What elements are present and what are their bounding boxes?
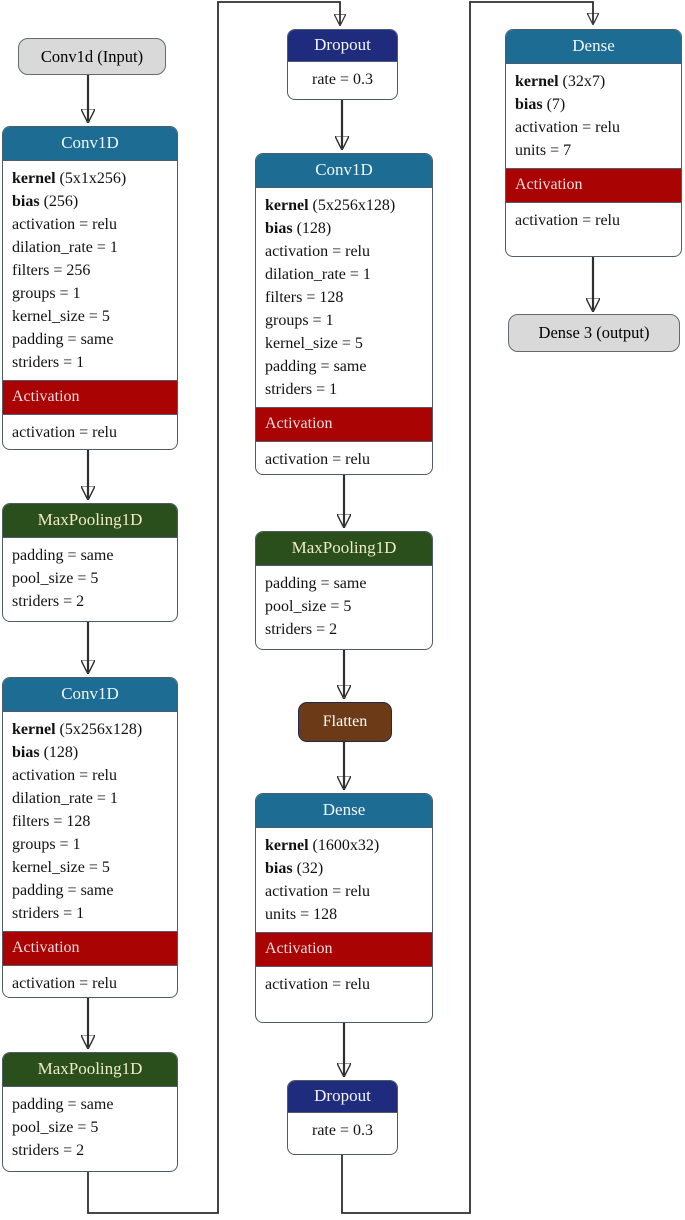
node-dropout-2: Dropout rate = 0.3 (287, 1080, 398, 1155)
param-line: kernel (5x1x256) (12, 170, 127, 187)
param-line: activation = relu (515, 212, 620, 229)
param-line: padding = same (12, 1096, 114, 1113)
param-line: activation = relu (515, 119, 620, 136)
node-dropout-1: Dropout rate = 0.3 (287, 29, 398, 100)
pool2-params: padding = same pool_size = 5 striders = … (3, 1087, 177, 1168)
node-maxpooling1d-1: MaxPooling1D padding = same pool_size = … (2, 503, 178, 622)
activation-params: activation = relu (3, 966, 177, 997)
node-conv1d-1: Conv1D kernel (5x1x256) bias (256) activ… (2, 126, 178, 450)
param-line: kernel (5x256x128) (265, 197, 396, 214)
activation-band: Activation (256, 932, 432, 967)
param-line: kernel (5x256x128) (12, 721, 143, 738)
param-line: padding = same (12, 547, 114, 564)
param-line: kernel (32x7) (515, 73, 606, 90)
param-line: striders = 2 (12, 593, 85, 610)
node-maxpooling1d-3: MaxPooling1D padding = same pool_size = … (255, 531, 433, 650)
param-line: padding = same (12, 331, 114, 348)
output-layer-pill: Dense 3 (output) (508, 314, 680, 352)
param-line: filters = 128 (12, 813, 91, 830)
pool3-header: MaxPooling1D (256, 532, 432, 566)
dropout2-header: Dropout (288, 1081, 397, 1113)
param-line: groups = 1 (265, 312, 334, 329)
pool2-header: MaxPooling1D (3, 1053, 177, 1087)
pool3-params: padding = same pool_size = 5 striders = … (256, 566, 432, 647)
conv2-header: Conv1D (3, 678, 177, 712)
output-layer-label: Dense 3 (output) (538, 323, 650, 342)
node-dense-2: Dense kernel (32x7) bias (7) activation … (505, 29, 682, 257)
param-line: bias (32) (265, 860, 324, 877)
param-line: striders = 1 (265, 381, 338, 398)
param-line: units = 128 (265, 906, 338, 923)
conv1-header: Conv1D (3, 127, 177, 161)
param-line: filters = 128 (265, 289, 344, 306)
dropout1-header: Dropout (288, 30, 397, 62)
pool1-header: MaxPooling1D (3, 504, 177, 538)
param-line: groups = 1 (12, 836, 81, 853)
param-line: pool_size = 5 (265, 598, 352, 615)
param-line: striders = 1 (12, 905, 85, 922)
param-line: activation = relu (265, 451, 370, 468)
param-line: activation = relu (12, 767, 117, 784)
conv1-params: kernel (5x1x256) bias (256) activation =… (3, 161, 177, 380)
param-line: filters = 256 (12, 262, 91, 279)
node-dense-1: Dense kernel (1600x32) bias (32) activat… (255, 793, 433, 1023)
dense1-header: Dense (256, 794, 432, 828)
param-line: activation = relu (265, 976, 370, 993)
dropout1-params: rate = 0.3 (288, 62, 397, 97)
dropout2-params: rate = 0.3 (288, 1113, 397, 1148)
param-line: padding = same (12, 882, 114, 899)
activation-params: activation = relu (506, 203, 681, 238)
param-line: kernel_size = 5 (12, 308, 110, 325)
input-layer-pill: Conv1d (Input) (18, 38, 166, 75)
param-line: pool_size = 5 (12, 570, 99, 587)
activation-params: activation = relu (256, 442, 432, 474)
param-line: activation = relu (12, 216, 117, 233)
node-conv1d-2: Conv1D kernel (5x256x128) bias (128) act… (2, 677, 178, 998)
param-line: bias (128) (12, 744, 79, 761)
param-line: padding = same (265, 358, 367, 375)
param-line: bias (256) (12, 193, 79, 210)
param-line: activation = relu (265, 243, 370, 260)
param-line: dilation_rate = 1 (12, 790, 118, 807)
conv2-params: kernel (5x256x128) bias (128) activation… (3, 712, 177, 931)
param-line: pool_size = 5 (12, 1119, 99, 1136)
node-conv1d-3: Conv1D kernel (5x256x128) bias (128) act… (255, 153, 433, 475)
param-line: activation = relu (12, 975, 117, 992)
activation-params: activation = relu (256, 967, 432, 1002)
param-line: bias (7) (515, 96, 566, 113)
param-line: kernel_size = 5 (265, 335, 363, 352)
param-line: rate = 0.3 (312, 1122, 373, 1139)
activation-band: Activation (3, 380, 177, 415)
param-line: units = 7 (515, 142, 572, 159)
activation-params: activation = relu (3, 415, 177, 449)
param-line: rate = 0.3 (312, 71, 373, 88)
param-line: striders = 2 (12, 1142, 85, 1159)
node-maxpooling1d-2: MaxPooling1D padding = same pool_size = … (2, 1052, 178, 1172)
dense2-params: kernel (32x7) bias (7) activation = relu… (506, 64, 681, 168)
param-line: activation = relu (265, 883, 370, 900)
input-layer-label: Conv1d (Input) (40, 46, 144, 66)
param-line: dilation_rate = 1 (12, 239, 118, 256)
param-line: bias (128) (265, 220, 332, 237)
param-line: groups = 1 (12, 285, 81, 302)
activation-band: Activation (506, 168, 681, 203)
conv3-header: Conv1D (256, 154, 432, 188)
pool1-params: padding = same pool_size = 5 striders = … (3, 538, 177, 619)
param-line: kernel_size = 5 (12, 859, 110, 876)
flatten-label: Flatten (322, 713, 368, 730)
conv3-params: kernel (5x256x128) bias (128) activation… (256, 188, 432, 407)
param-line: kernel (1600x32) (265, 837, 380, 854)
activation-band: Activation (256, 407, 432, 442)
param-line: activation = relu (12, 424, 117, 441)
flatten-layer-pill: Flatten (298, 702, 392, 742)
param-line: dilation_rate = 1 (265, 266, 371, 283)
param-line: striders = 2 (265, 621, 338, 638)
dense1-params: kernel (1600x32) bias (32) activation = … (256, 828, 432, 932)
activation-band: Activation (3, 931, 177, 966)
dense2-header: Dense (506, 30, 681, 64)
param-line: padding = same (265, 575, 367, 592)
param-line: striders = 1 (12, 354, 85, 371)
